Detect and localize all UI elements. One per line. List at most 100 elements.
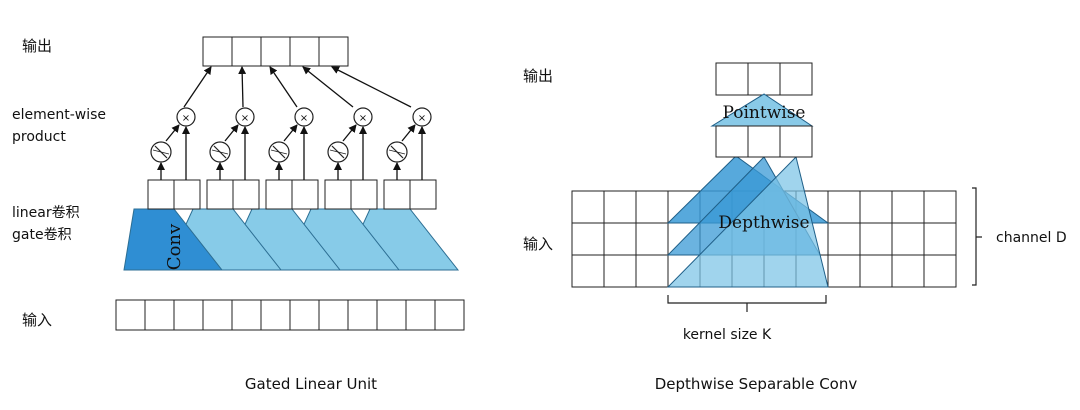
dsc-pointwise-cell [747, 125, 781, 158]
dsc-input-cell [923, 222, 957, 256]
glu-product-label-1: element-wise [12, 107, 106, 123]
dsc-caption: Depthwise Separable Conv [655, 375, 858, 393]
glu-product-label-2: product [12, 129, 66, 145]
glu-input-cell [260, 299, 291, 331]
gate-output-cell [232, 179, 260, 210]
dsc-output-label: 输出 [523, 67, 553, 85]
linear-output-cell [147, 179, 175, 210]
kernel-size-label: kernel size K [683, 327, 772, 343]
gate-output-cell [383, 179, 411, 210]
multiply-icon: × [300, 113, 308, 124]
linear-output-cell [265, 179, 293, 210]
dsc-diagram: 输出 输入 Pointwise Depthwise [523, 62, 1067, 393]
dsc-input-cell [923, 190, 957, 224]
channel-label: channel D [996, 230, 1067, 246]
glu-linear-label: linear卷积 [12, 205, 80, 221]
dsc-output-cell [747, 62, 781, 96]
dsc-output-row [715, 62, 813, 96]
glu-output-cell [202, 36, 233, 67]
depthwise-label: Depthwise [718, 213, 809, 233]
glu-output-cell [318, 36, 349, 67]
glu-input-cell [231, 299, 262, 331]
dsc-input-cell [859, 190, 893, 224]
gate-output-cell [291, 179, 319, 210]
glu-conv-output-pairs [147, 179, 437, 210]
multiply-node [176, 107, 196, 127]
dsc-input-cell [891, 190, 925, 224]
dsc-input-cell [923, 254, 957, 288]
kernel-size-bracket [667, 295, 827, 312]
glu-input-row [115, 299, 465, 331]
sigmoid-icon [386, 141, 408, 163]
glu-conv-triangles [123, 208, 460, 271]
dsc-input-cell [827, 222, 861, 256]
sigmoid-icon [150, 141, 172, 163]
glu-input-label: 输入 [22, 311, 52, 329]
dsc-input-cell [827, 254, 861, 288]
multiply-node [412, 107, 432, 127]
depthwise-filters [666, 155, 830, 288]
dsc-pointwise-cell [779, 125, 813, 158]
multiply-icon: × [359, 113, 367, 124]
depthwise-filter [666, 156, 829, 288]
glu-arrows [157, 66, 426, 180]
glu-input-cell [434, 299, 465, 331]
dsc-output-cell [715, 62, 749, 96]
conv-triangle [123, 208, 224, 271]
dsc-input-cell [635, 222, 669, 256]
dsc-input-cell [859, 222, 893, 256]
dsc-input-cell [827, 190, 861, 224]
gate-output-cell [350, 179, 378, 210]
multiply-node [353, 107, 373, 127]
dsc-input-cell [635, 254, 669, 288]
dsc-pointwise-row [715, 125, 813, 158]
dsc-input-cell [603, 190, 637, 224]
dsc-input-cell [891, 222, 925, 256]
glu-input-cell [289, 299, 320, 331]
gate-output-cell [409, 179, 437, 210]
multiply-icon: × [182, 113, 190, 124]
glu-output-cell [289, 36, 320, 67]
glu-multiply-nodes: × × × × × [176, 107, 432, 127]
glu-output-label: 输出 [22, 37, 52, 55]
glu-output-cell [231, 36, 262, 67]
multiply-node [235, 107, 255, 127]
glu-input-cell [202, 299, 233, 331]
channel-bracket [972, 187, 982, 286]
sigmoid-icon [327, 141, 349, 163]
glu-caption: Gated Linear Unit [245, 375, 377, 393]
glu-input-cell [405, 299, 436, 331]
glu-input-cell [347, 299, 378, 331]
dsc-input-cell [859, 254, 893, 288]
multiply-node [294, 107, 314, 127]
glu-output-cell [260, 36, 291, 67]
dsc-input-cell [891, 254, 925, 288]
glu-input-cell [318, 299, 349, 331]
sigmoid-icon [268, 141, 290, 163]
glu-sigmoid-nodes [150, 141, 408, 163]
gate-output-cell [173, 179, 201, 210]
glu-input-cell [173, 299, 204, 331]
multiply-icon: × [418, 113, 426, 124]
dsc-pointwise-cell [715, 125, 749, 158]
sigmoid-icon [209, 141, 231, 163]
dsc-input-label: 输入 [523, 235, 553, 253]
glu-diagram: 输出 element-wise product linear卷积 gate卷积 … [12, 36, 465, 393]
multiply-icon: × [241, 113, 249, 124]
dsc-input-cell [571, 190, 605, 224]
dsc-input-cell [635, 190, 669, 224]
dsc-input-cell [571, 222, 605, 256]
dsc-input-cell [571, 254, 605, 288]
dsc-input-cell [603, 254, 637, 288]
glu-input-cell [144, 299, 175, 331]
glu-output-row [202, 36, 349, 67]
linear-output-cell [324, 179, 352, 210]
conv-label: Conv [164, 223, 185, 270]
linear-output-cell [206, 179, 234, 210]
pointwise-label: Pointwise [723, 103, 806, 123]
glu-input-cell [115, 299, 146, 331]
glu-gate-label: gate卷积 [12, 227, 72, 243]
dsc-output-cell [779, 62, 813, 96]
